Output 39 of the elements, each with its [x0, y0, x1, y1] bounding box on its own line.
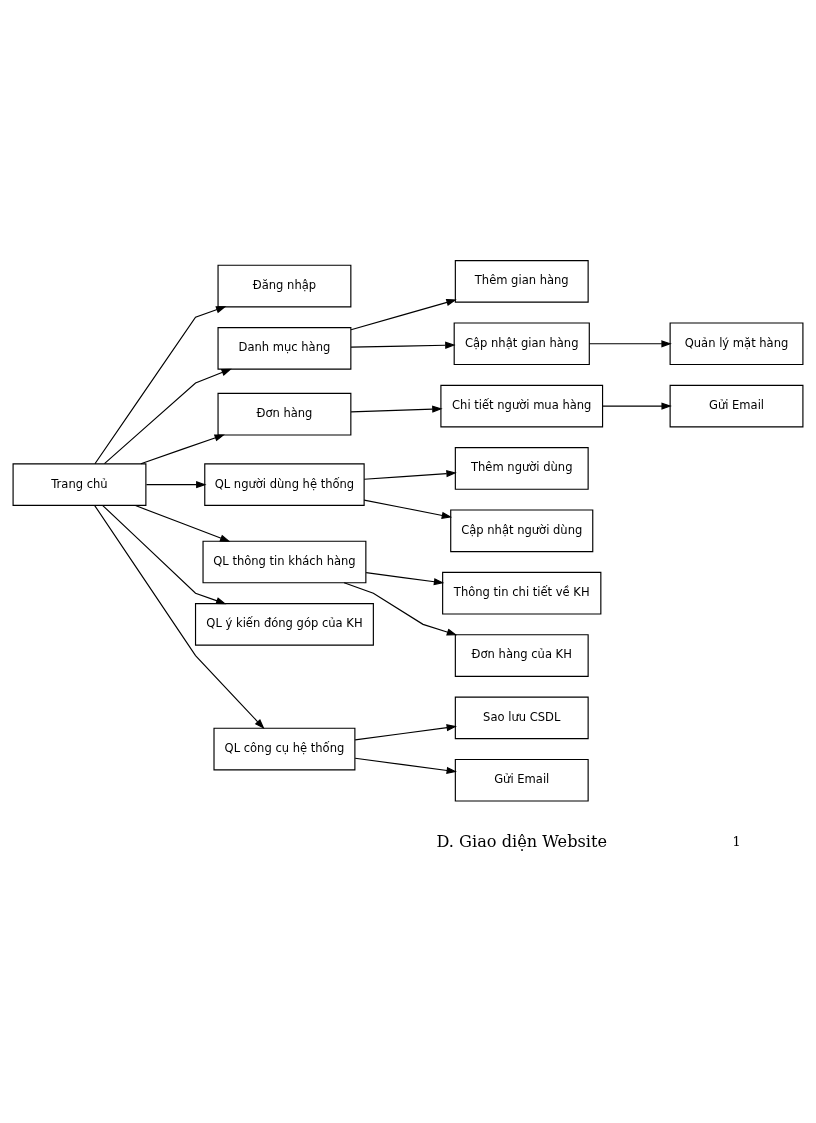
- arrow: [365, 571, 445, 585]
- arrow: [134, 504, 231, 542]
- arrow: [350, 298, 457, 330]
- node-box: Trang chủ: [12, 462, 147, 506]
- node-box: Đơn hàng của KH: [454, 633, 589, 677]
- node-box: Chi tiết người mua hàng: [440, 384, 604, 427]
- arrow: [140, 433, 225, 464]
- arrow: [103, 368, 232, 464]
- arrow: [94, 305, 227, 464]
- label: D. Giao diện Website: [436, 831, 608, 851]
- node-box: Gửi Email: [454, 758, 589, 802]
- node-box: QL ý kiến đóng góp của KH: [194, 602, 374, 646]
- node-box: QL người dùng hệ thống: [204, 462, 365, 506]
- node-box: Quản lý mặt hàng: [669, 321, 804, 365]
- arrow: [350, 341, 456, 349]
- arrow: [363, 499, 453, 519]
- node-box: Đơn hàng: [217, 392, 352, 436]
- node-box: QL công cụ hệ thống: [213, 727, 356, 770]
- node-box: Cập nhật gian hàng: [453, 321, 590, 365]
- arrow: [102, 504, 227, 604]
- node-box: Thêm gian hàng: [454, 259, 589, 303]
- node-box: Sao lưu CSDL: [454, 696, 589, 739]
- node-box: Cập nhật người dùng: [450, 508, 594, 552]
- node-box: Danh mục hàng: [217, 326, 352, 370]
- arrow: [343, 581, 458, 636]
- node-box: Đăng nhập: [217, 264, 352, 307]
- arrow: [588, 339, 672, 347]
- node-box: Thêm người dùng: [454, 446, 589, 490]
- arrow: [363, 469, 457, 480]
- arrow: [350, 405, 443, 413]
- arrow: [94, 504, 265, 729]
- label: 1: [732, 833, 741, 849]
- arrow: [354, 757, 457, 774]
- node-box: Gửi Email: [669, 384, 804, 427]
- node-box: Thông tin chi tiết về KH: [442, 571, 602, 615]
- arrow: [354, 723, 457, 740]
- arrow: [602, 401, 672, 410]
- arrow: [145, 480, 207, 488]
- node-box: QL thông tin khách hàng: [202, 540, 367, 583]
